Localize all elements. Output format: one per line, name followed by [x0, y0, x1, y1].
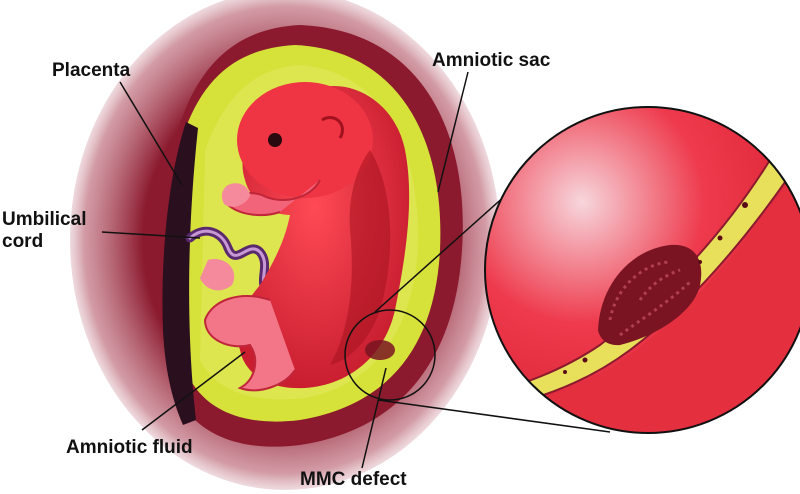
leader-placenta: [119, 81, 183, 186]
leader-amniotic-sac: [437, 71, 469, 193]
label-amniotic-fluid: Amniotic fluid: [66, 437, 193, 458]
leader-mmc: [361, 367, 387, 469]
label-amniotic-sac: Amniotic sac: [432, 50, 551, 71]
zoom-lesion-texture: [608, 260, 692, 337]
label-umbilical-line1: Umbilical: [2, 209, 87, 230]
label-umbilical-cord: Umbilical cord: [2, 209, 86, 253]
fetus-hand: [221, 183, 250, 207]
leader-umbilical: [101, 231, 201, 239]
placenta: [162, 122, 198, 425]
fetus-ear: [321, 116, 344, 139]
zoom-lower-body: [485, 180, 800, 433]
fetus-head: [237, 82, 373, 198]
zoom-circle-border: [484, 106, 800, 434]
zoom-inset: [485, 107, 800, 433]
label-umbilical-line2: cord: [2, 231, 44, 252]
mmc-lesion: [365, 340, 395, 360]
label-mmc-defect: MMC defect: [300, 469, 407, 490]
fetus-eye: [268, 133, 282, 147]
fetus-foot: [200, 259, 235, 291]
zoom-connector-bottom: [377, 399, 611, 433]
defect-marker-circle: [344, 309, 436, 401]
leader-fluid: [141, 351, 246, 431]
zoom-lesion: [598, 244, 702, 346]
label-placenta: Placenta: [52, 60, 131, 81]
fetus-leg: [203, 295, 296, 392]
